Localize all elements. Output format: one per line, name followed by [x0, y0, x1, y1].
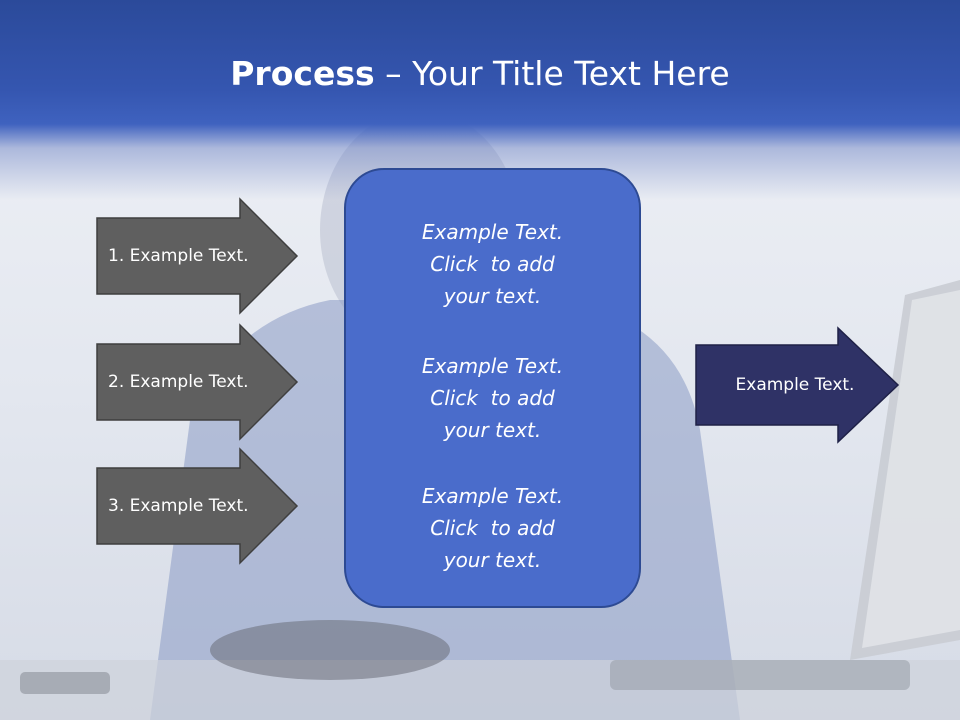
step-label-3: 3. Example Text.: [108, 496, 249, 516]
block-line: Click to add: [430, 386, 555, 410]
arrow-shape-icon: [96, 323, 299, 441]
center-text-block-1: Example Text. Click to add your text.: [346, 216, 639, 312]
center-text-block-2: Example Text. Click to add your text.: [346, 350, 639, 446]
step-arrow-2[interactable]: 2. Example Text.: [96, 323, 299, 441]
result-arrow[interactable]: Example Text.: [695, 326, 900, 444]
slide-title[interactable]: Process – Your Title Text Here: [0, 52, 960, 96]
arrow-shape-icon: [96, 447, 299, 565]
center-text-box[interactable]: Example Text. Click to add your text. Ex…: [344, 168, 641, 608]
title-bold: Process: [230, 54, 375, 93]
step-label-1: 1. Example Text.: [108, 246, 249, 266]
block-line: your text.: [443, 418, 542, 442]
arrow-shape-icon: [695, 326, 900, 444]
result-label: Example Text.: [735, 375, 855, 395]
center-text-block-3: Example Text. Click to add your text.: [346, 480, 639, 576]
step-arrow-1[interactable]: 1. Example Text.: [96, 197, 299, 315]
block-line: Example Text.: [421, 220, 564, 244]
block-line: Example Text.: [421, 484, 564, 508]
block-line: your text.: [443, 548, 542, 572]
title-rest: – Your Title Text Here: [374, 54, 730, 93]
step-label-2: 2. Example Text.: [108, 372, 249, 392]
block-line: Click to add: [430, 516, 555, 540]
block-line: Example Text.: [421, 354, 564, 378]
block-line: your text.: [443, 284, 542, 308]
step-arrow-3[interactable]: 3. Example Text.: [96, 447, 299, 565]
title-band: [0, 0, 960, 200]
block-line: Click to add: [430, 252, 555, 276]
arrow-shape-icon: [96, 197, 299, 315]
